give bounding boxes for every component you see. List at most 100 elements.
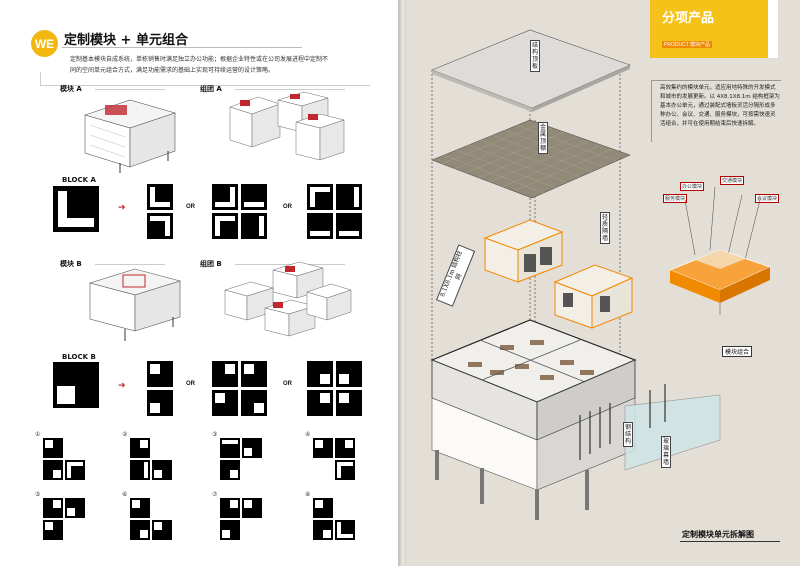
- block-a-tile-3: [212, 184, 238, 210]
- combo-4-tile-a: [313, 438, 333, 458]
- combo-number-1: ①: [35, 431, 41, 438]
- combo-5-tile-a: [43, 498, 63, 518]
- exploded-axonometric: [430, 29, 721, 520]
- we-badge: WE: [31, 30, 58, 57]
- or-label-2: OR: [283, 204, 292, 210]
- intro-text: 定制基本模块自成系统，单栋销售时满足独立办公功能；根据企业特性或在公司发展进程中…: [70, 54, 370, 76]
- label-glass: 玻璃幕墙: [661, 436, 671, 468]
- header-subtitle: PRODUCT 模块产品: [662, 41, 713, 48]
- combo-number-4: ④: [305, 431, 311, 438]
- block-a-shape: [53, 186, 99, 232]
- page-title: 定制模块 + 单元组合: [64, 33, 188, 48]
- block-a-tile-8: [336, 184, 362, 210]
- tag-traffic: 交通模块: [720, 176, 745, 185]
- intro-frame: [40, 72, 370, 86]
- title-divider: [62, 47, 302, 48]
- combo-7-tile-c: [220, 520, 240, 540]
- label-ceiling: 金属顶棚: [538, 122, 548, 154]
- header-box: [650, 0, 778, 58]
- block-b-tile-6: [241, 390, 267, 416]
- block-a-tile-2: [147, 213, 173, 239]
- combo-2-tile-c: [130, 460, 150, 480]
- block-b-tile-4: [241, 361, 267, 387]
- block-a-tile-4: [212, 213, 238, 239]
- group-a-underline: [235, 89, 345, 90]
- module-a-cube: [83, 99, 177, 173]
- block-a-tile-1: [147, 184, 173, 210]
- block-b-label: BLOCK B: [62, 353, 96, 361]
- combo-2-tile-b: [152, 460, 172, 480]
- desc-divider: [651, 80, 781, 81]
- tag-office: 办公模块: [680, 182, 705, 191]
- combo-3-tile-c: [220, 460, 240, 480]
- header-strip: [768, 0, 778, 58]
- combo-1-tile-b: [43, 460, 63, 480]
- combo-3-tile-a: [220, 438, 240, 458]
- combo-number-2: ②: [122, 431, 128, 438]
- tag-service: 服务模块: [663, 194, 688, 203]
- combo-8-tile-c: [335, 520, 355, 540]
- combo-number-5: ⑤: [35, 491, 41, 498]
- block-b-tile-5: [212, 390, 238, 416]
- block-b-tile-1: [147, 361, 173, 387]
- block-a-tile-6: [241, 213, 267, 239]
- group-b-label: 组团 B: [200, 260, 222, 268]
- group-b-cluster: [224, 261, 352, 337]
- combo-2-tile-a: [130, 438, 150, 458]
- footer-underline: [680, 541, 780, 542]
- group-a-label: 组团 A: [200, 85, 222, 93]
- module-b-underline: [95, 264, 165, 265]
- module-a-label: 模块 A: [60, 85, 82, 93]
- label-roof: 结构顶板: [530, 40, 540, 72]
- module-b-label: 模块 B: [60, 260, 82, 268]
- block-a-tile-10: [336, 213, 362, 239]
- combo-number-6: ⑥: [122, 491, 128, 498]
- block-b-tile-3: [212, 361, 238, 387]
- combo-number-8: ⑧: [305, 491, 311, 498]
- combo-8-tile-a: [313, 498, 333, 518]
- group-a-cluster: [229, 91, 345, 161]
- combo-8-tile-b: [313, 520, 333, 540]
- intro-line-1: 定制基本模块自成系统，单栋销售时满足独立办公功能；根据企业特性或在公司发展进程中…: [70, 56, 329, 63]
- combo-number-7: ⑦: [212, 491, 218, 498]
- block-b-shape: [53, 362, 99, 408]
- combo-3-tile-b: [242, 438, 262, 458]
- block-b-tile-2: [147, 390, 173, 416]
- module-combination-diagram: [668, 186, 772, 315]
- group-b-underline: [235, 264, 345, 265]
- module-caption: 模块组合: [722, 346, 753, 357]
- tag-meeting: 会议模块: [755, 194, 780, 203]
- combo-number-3: ③: [212, 431, 218, 438]
- block-a-tile-9: [307, 213, 333, 239]
- block-b-tile-9: [307, 390, 333, 416]
- block-a-tile-5: [241, 184, 267, 210]
- combo-6-tile-c: [152, 520, 172, 540]
- header-title: 分项产品: [662, 11, 715, 26]
- desc-vline: [651, 80, 652, 142]
- or-label-3: OR: [186, 381, 195, 387]
- module-a-underline: [95, 89, 165, 90]
- combo-1-tile-a: [43, 438, 63, 458]
- block-b-tile-7: [307, 361, 333, 387]
- intro-line-2: 同的空间单元组合方式，满足功能需求的基础上实现可持续运营的设计策略。: [70, 67, 275, 74]
- module-b-cube: [88, 268, 182, 341]
- block-a-label: BLOCK A: [62, 176, 96, 184]
- combo-7-tile-b: [242, 498, 262, 518]
- combo-4-tile-b: [335, 438, 355, 458]
- block-b-tile-10: [336, 390, 362, 416]
- arrow-icon: ➔: [118, 203, 126, 213]
- block-b-tile-8: [336, 361, 362, 387]
- or-label-1: OR: [186, 204, 195, 210]
- or-label-4: OR: [283, 381, 292, 387]
- label-wall: 轻质隔墙: [600, 212, 610, 244]
- combo-5-tile-b: [65, 498, 85, 518]
- combo-4-tile-c: [335, 460, 355, 480]
- combo-6-tile-b: [130, 520, 150, 540]
- block-a-tile-7: [307, 184, 333, 210]
- book-spine: [398, 0, 406, 566]
- combo-1-tile-c: [65, 460, 85, 480]
- combo-7-tile-a: [220, 498, 240, 518]
- description-text: 高效集约的模块单元，适应用地特殊的开发模式和城市的发展更新。以 4X8.1X8.…: [660, 85, 780, 127]
- footer-title: 定制模块单元拆解图: [682, 529, 754, 539]
- label-steel: 钢结构: [623, 422, 633, 447]
